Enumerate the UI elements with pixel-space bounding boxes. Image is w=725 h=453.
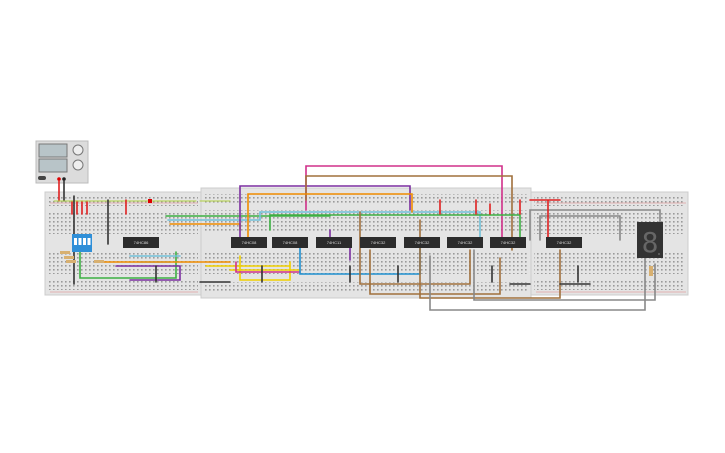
wires[interactable] — [53, 165, 661, 311]
ic-chip[interactable]: 74HC32 — [490, 237, 526, 248]
dip-switch[interactable] — [72, 234, 92, 252]
ic-chip[interactable]: 74HC11 — [316, 237, 352, 248]
ic-chip[interactable]: 74HC08 — [272, 237, 308, 248]
chip-label: 74HC32 — [371, 240, 386, 245]
voltage-knob[interactable] — [72, 144, 84, 156]
ic-chip[interactable]: 74HC86 — [123, 237, 159, 248]
seven-segment-digit: 8 — [642, 226, 659, 259]
ic-chip[interactable]: 74HC32 — [546, 237, 582, 248]
resistor[interactable] — [66, 260, 76, 263]
chip-label: 74HC32 — [501, 240, 516, 245]
positive-terminal[interactable] — [57, 177, 61, 181]
chip-label: 74HC08 — [283, 240, 298, 245]
current-knob[interactable] — [72, 159, 84, 171]
chip-label: 74HC86 — [134, 240, 149, 245]
chip-label: 74HC32 — [557, 240, 572, 245]
chip-label: 74HC08 — [242, 240, 257, 245]
power-switch[interactable] — [38, 176, 46, 180]
ic-chip[interactable]: 74HC32 — [404, 237, 440, 248]
power-supply[interactable] — [35, 140, 89, 184]
ic-chip[interactable]: 74HC32 — [360, 237, 396, 248]
led-indicator[interactable] — [148, 199, 152, 203]
ic-chip[interactable]: 74HC32 — [447, 237, 483, 248]
resistor[interactable] — [649, 266, 653, 276]
negative-terminal[interactable] — [62, 177, 66, 181]
chip-label: 74HC32 — [458, 240, 473, 245]
resistor[interactable] — [60, 251, 70, 254]
chip-label: 74HC32 — [415, 240, 430, 245]
resistor[interactable] — [94, 260, 104, 263]
seven-segment-display[interactable]: 8 — [637, 222, 663, 259]
chips: 74HC86 74HC08 74HC08 74HC11 74HC32 74HC32 74HC… — [123, 237, 582, 248]
chip-label: 74HC11 — [327, 240, 342, 245]
resistor[interactable] — [64, 256, 74, 259]
ic-chip[interactable]: 74HC08 — [231, 237, 267, 248]
resistors — [60, 251, 653, 276]
